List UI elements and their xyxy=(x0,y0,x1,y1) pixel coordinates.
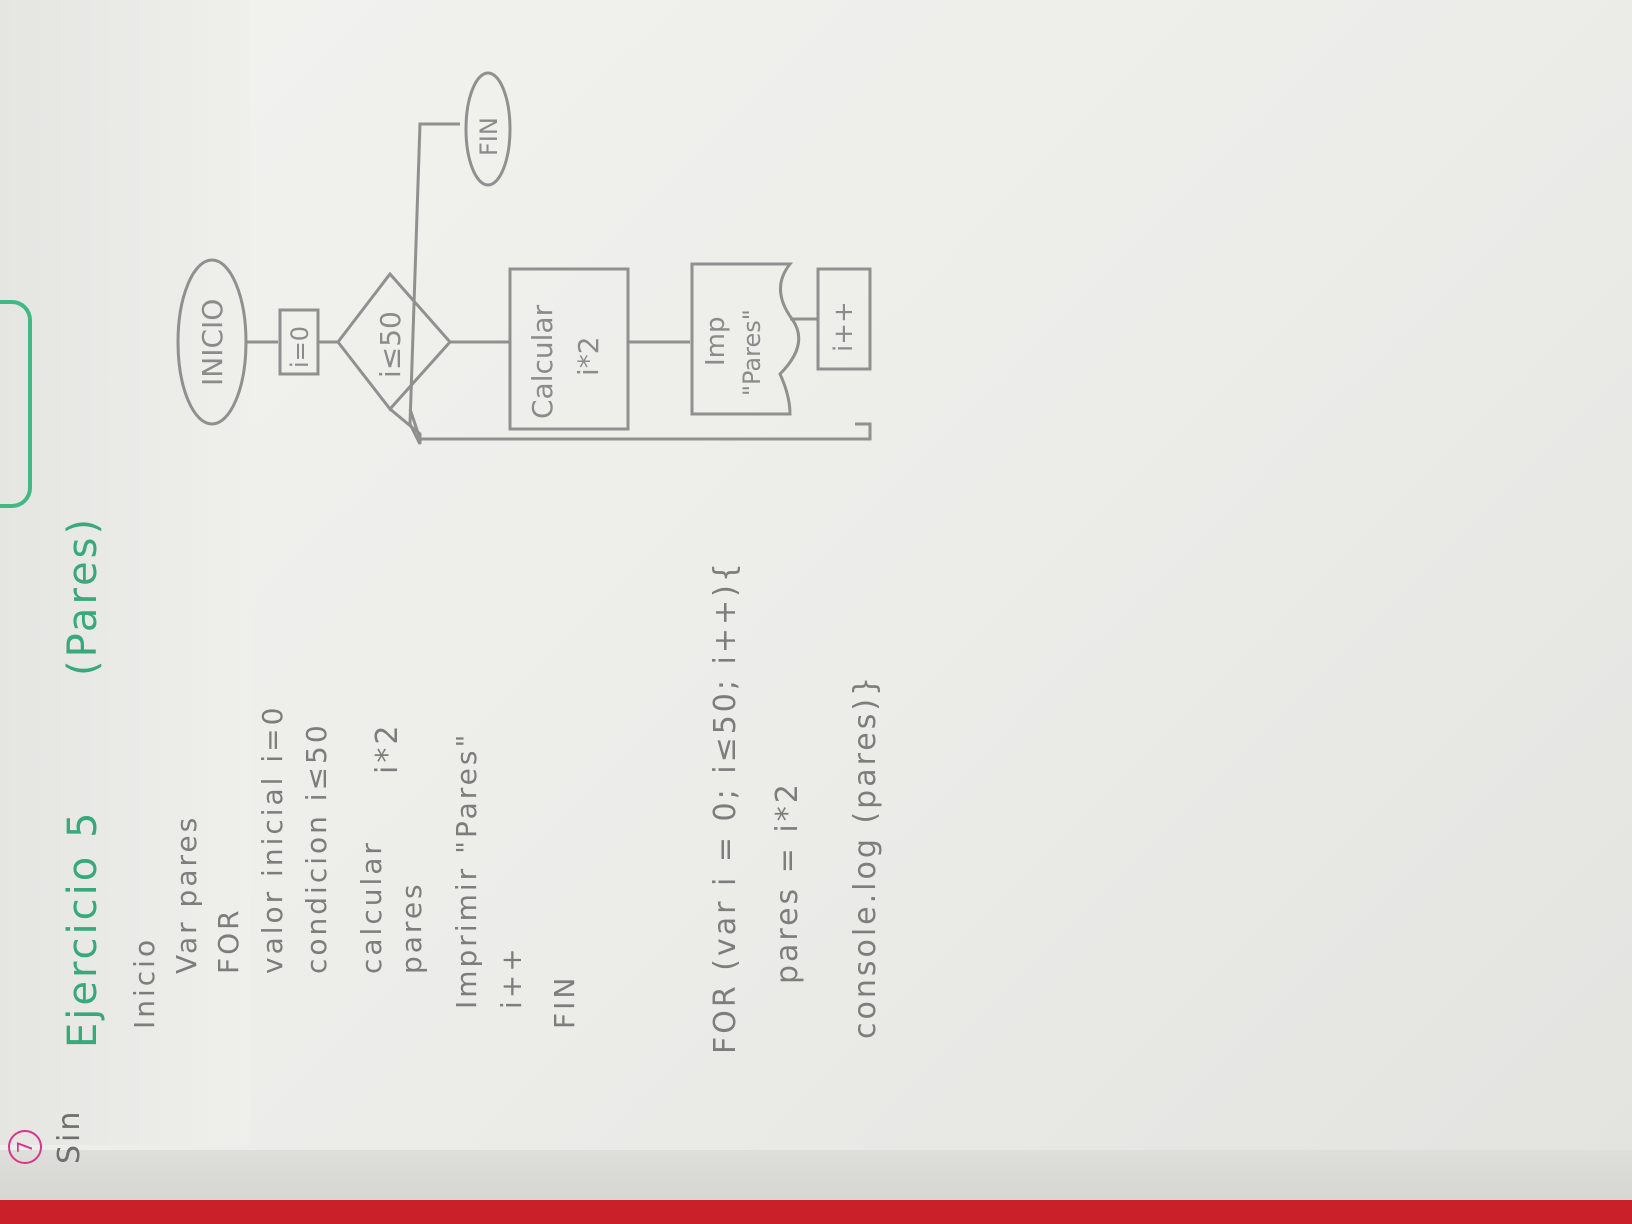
output-box-shape xyxy=(690,262,801,416)
decision-label: i≤50 xyxy=(374,311,407,378)
output-label-1: Imp xyxy=(701,317,731,367)
process-label-1: Calcular xyxy=(526,304,559,419)
start-label: INICIO xyxy=(196,299,229,386)
end-label: FIN xyxy=(475,117,503,156)
notebook-page xyxy=(0,0,1632,1150)
process-box-shape xyxy=(508,267,630,431)
increment-box-shape xyxy=(816,267,872,371)
init-label: i=0 xyxy=(286,326,314,368)
left-page-edge xyxy=(0,0,250,1145)
end-terminal-shape xyxy=(464,71,512,187)
increment-label: i++ xyxy=(829,301,859,352)
green-marker-outline xyxy=(0,300,32,508)
output-label-2: "Pares" xyxy=(738,309,766,396)
exit-line xyxy=(389,122,460,445)
loop-back-line xyxy=(408,408,872,441)
process-label-2: i*2 xyxy=(572,336,605,376)
